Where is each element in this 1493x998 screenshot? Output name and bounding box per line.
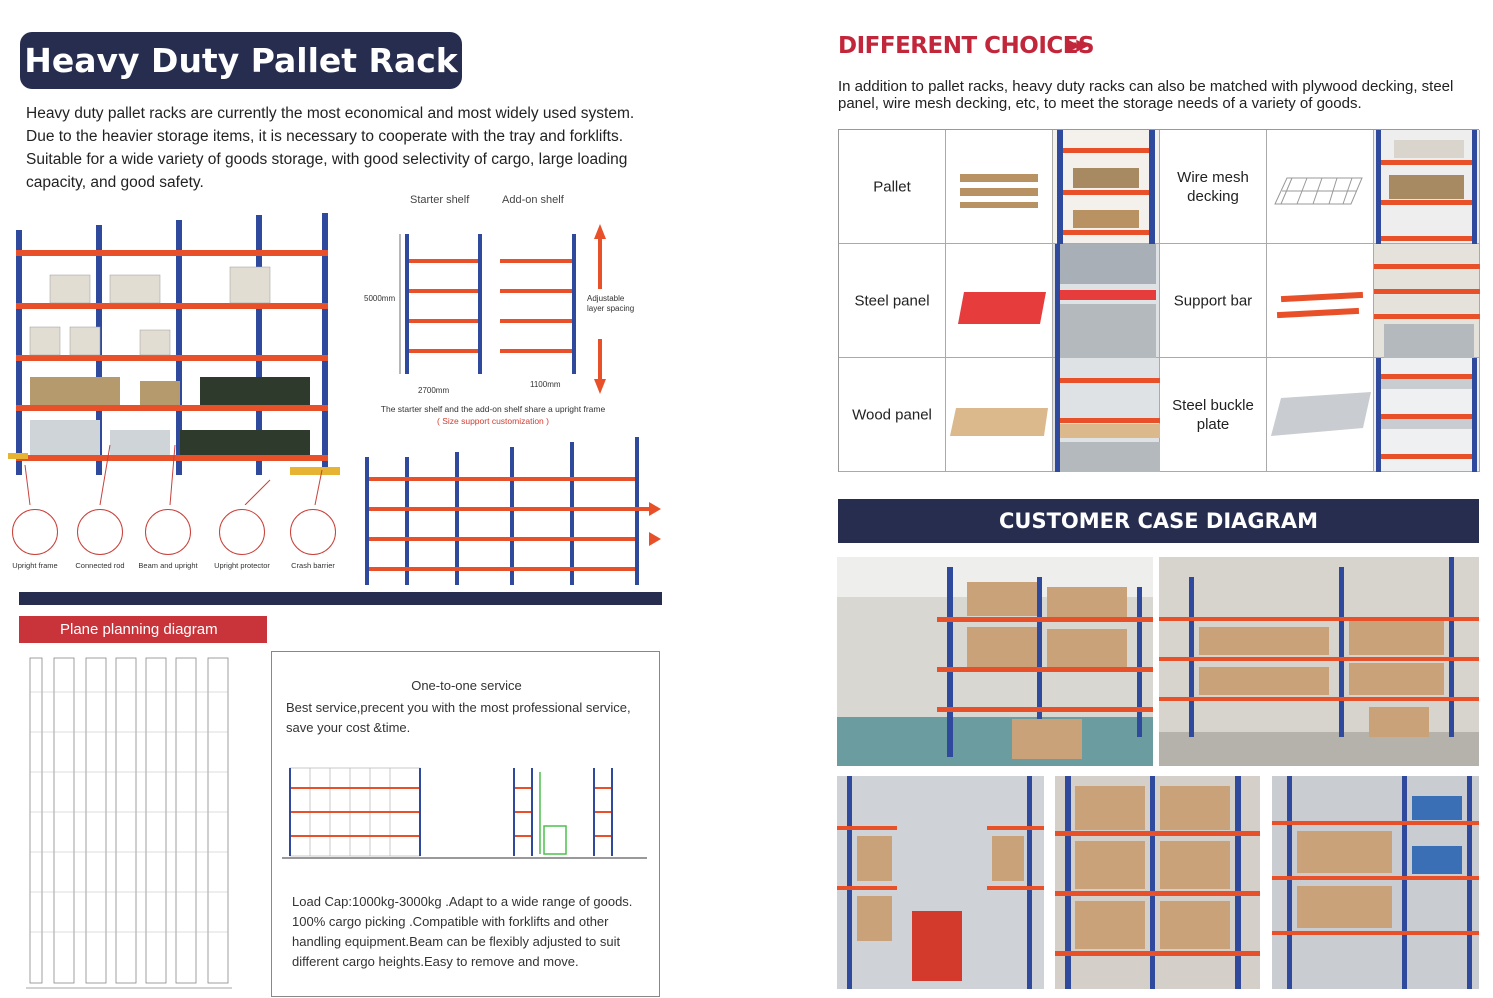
option-wood-panel-label: Wood panel [839,358,946,472]
option-steel-buckle-label: Steel buckle plate [1160,358,1267,472]
wire-mesh-rack-photo [1374,130,1480,244]
pallet-rack-photo [1053,130,1160,244]
crash-barrier-icon [290,509,336,555]
wire-mesh-image [1267,130,1374,244]
section-divider [19,592,662,605]
page-title: Heavy Duty Pallet Rack [24,41,458,80]
upright-frame-icon [12,509,58,555]
steel-buckle-plate-image [1267,358,1374,472]
steel-panel-image [946,244,1053,358]
option-steel-panel-label: Steel panel [839,244,946,358]
choices-title: DIFFERENT CHOICES [838,33,1095,59]
case-diagram-banner: CUSTOMER CASE DIAGRAM [838,499,1479,543]
part-upright-protector: Upright protector [207,505,277,585]
upright-protector-icon [219,509,265,555]
steel-panel-rack-photo [1053,244,1160,358]
plane-planning-diagram [18,652,260,998]
case-photo-1 [837,557,1153,766]
pallet-rack-image [0,205,352,506]
case-photo-3 [837,776,1044,989]
choices-description: In addition to pallet racks, heavy duty … [838,78,1454,112]
connected-rod-icon [77,509,123,555]
case-photo-5 [1272,776,1479,989]
page-title-banner: Heavy Duty Pallet Rack [20,32,462,89]
rack-forklift-sketch [282,762,652,862]
case-photo-2 [1159,557,1479,766]
component-list: Upright frame Connected rod Beam and upr… [0,505,352,590]
shelf-dimension-diagram: Starter shelf Add-on shelf 5000mm 2700mm… [364,194,635,395]
support-bar-rack-photo [1374,244,1480,358]
multi-bay-diagram [355,432,665,590]
part-connected-rod: Connected rod [65,505,135,585]
double-arrow-icon: ▶▶ [1068,37,1089,54]
part-upright-frame: Upright frame [0,505,70,585]
steel-buckle-rack-photo [1374,358,1480,472]
service-panel: One-to-one service Best service,precent … [271,651,660,997]
intro-paragraph: Heavy duty pallet racks are currently th… [26,105,635,191]
part-beam-upright: Beam and upright [133,505,203,585]
option-support-bar-label: Support bar [1160,244,1267,358]
option-wire-mesh-label: Wire mesh decking [1160,130,1267,244]
case-photo-4 [1055,776,1260,989]
wood-panel-rack-photo [1053,358,1160,472]
part-crash-barrier: Crash barrier [278,505,348,585]
option-pallet-label: Pallet [839,130,946,244]
plan-tab: Plane planning diagram [19,616,267,643]
pallet-image [946,130,1053,244]
options-grid: Pallet Wire mesh decking Steel panel Sup… [838,129,1480,472]
wood-panel-image [946,358,1053,472]
support-bar-image [1267,244,1374,358]
beam-upright-icon [145,509,191,555]
